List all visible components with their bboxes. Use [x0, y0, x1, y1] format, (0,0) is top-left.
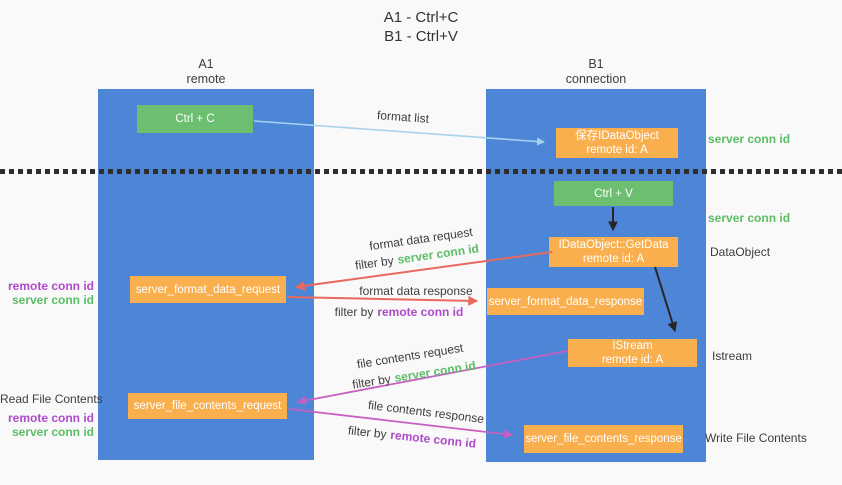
- node-ctrl-c: Ctrl + C: [137, 105, 253, 133]
- left-remote-conn-id-1: remote conn id: [7, 279, 94, 293]
- column-a-header: A1 remote: [156, 57, 256, 87]
- right-write-file-contents: Write File Contents: [705, 431, 807, 445]
- node-ctrl-v: Ctrl + V: [554, 181, 673, 206]
- node-server-format-data-request: server_format_data_request: [130, 276, 286, 303]
- node-server-file-contents-request: server_file_contents_request: [128, 393, 287, 419]
- title-line-1: A1 - Ctrl+C: [383, 9, 459, 26]
- right-server-conn-id-2: server conn id: [708, 211, 791, 225]
- node-istream: IStream remote id: A: [568, 339, 697, 367]
- node-idataobject-getdata-line1: IDataObject::GetData: [558, 239, 669, 251]
- column-b-id: B1: [588, 57, 604, 71]
- node-idataobject-getdata: IDataObject::GetData remote id: A: [549, 237, 678, 267]
- column-a-id: A1: [198, 57, 214, 71]
- label-file-contents-response: file contents response: [367, 397, 485, 427]
- node-server-format-data-request-label: server_format_data_request: [135, 283, 281, 296]
- node-save-idataobject-line2: remote id: A: [586, 144, 648, 156]
- left-server-conn-id-1: server conn id: [11, 293, 94, 307]
- node-ctrl-c-label: Ctrl + C: [175, 113, 215, 125]
- node-save-idataobject-line1: 保存IDataObject: [575, 130, 659, 142]
- node-server-format-data-response: server_format_data_response: [487, 288, 644, 315]
- diagram-title: A1 - Ctrl+C B1 - Ctrl+V: [0, 8, 842, 46]
- left-conn-id-labels-1: remote conn id server conn id: [0, 279, 94, 307]
- title-line-2: B1 - Ctrl+V: [384, 28, 458, 45]
- node-server-file-contents-request-label: server_file_contents_request: [133, 400, 282, 412]
- left-read-file-contents: Read File Contents: [0, 392, 103, 406]
- node-server-format-data-response-label: server_format_data_response: [488, 295, 643, 308]
- node-idataobject-getdata-line2: remote id: A: [582, 253, 645, 265]
- column-a-role: remote: [186, 72, 226, 86]
- column-b-role: connection: [565, 72, 627, 86]
- node-istream-line2: remote id: A: [601, 354, 664, 366]
- column-b-header: B1 connection: [536, 57, 656, 87]
- session-separator-line: [0, 169, 842, 174]
- node-server-file-contents-response: server_file_contents_response: [524, 425, 683, 453]
- left-server-conn-id-2: server conn id: [11, 425, 94, 439]
- label-format-data-response: format data response: [359, 284, 473, 298]
- right-dataobject-label: DataObject: [710, 245, 771, 259]
- node-server-file-contents-response-label: server_file_contents_response: [525, 433, 682, 445]
- node-istream-line1: IStream: [612, 340, 653, 352]
- left-remote-conn-id-2: remote conn id: [7, 411, 94, 425]
- node-save-idataobject: 保存IDataObject remote id: A: [556, 128, 678, 158]
- right-server-conn-id-1: server conn id: [708, 132, 791, 146]
- left-conn-id-labels-2: remote conn id server conn id: [0, 411, 94, 439]
- node-ctrl-v-label: Ctrl + V: [594, 187, 633, 200]
- label-format-list: format list: [376, 108, 430, 126]
- right-istream-label: Istream: [712, 349, 753, 363]
